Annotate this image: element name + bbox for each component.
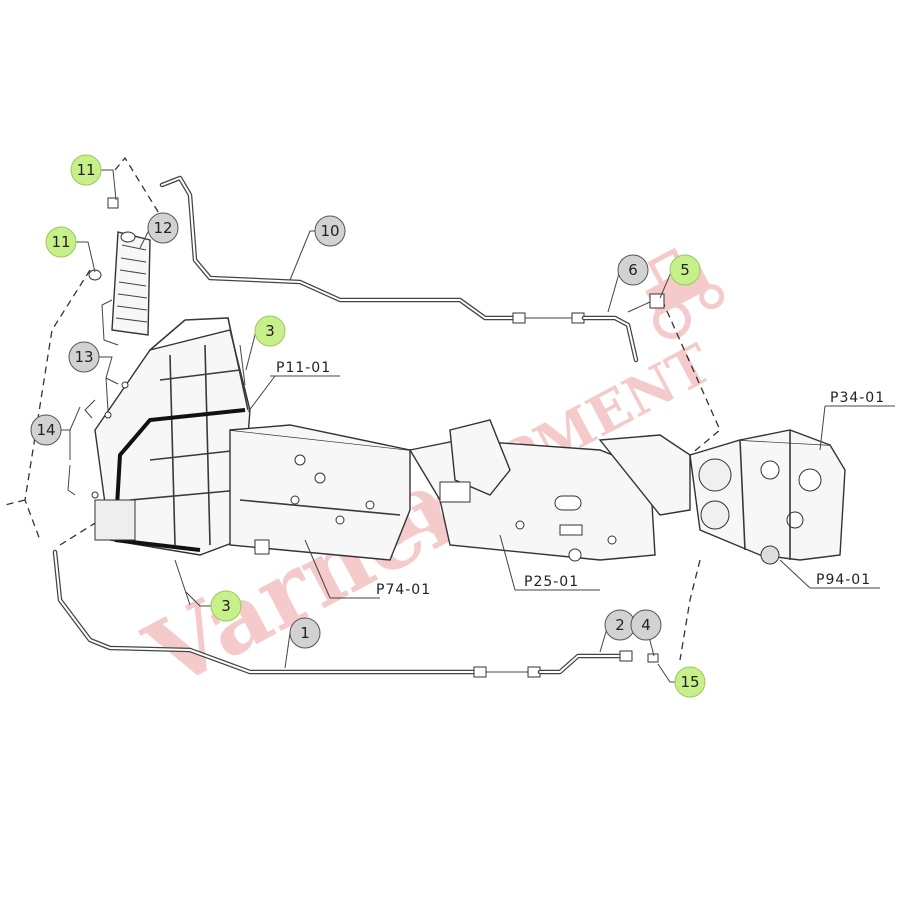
chassis-p74 [229, 424, 411, 561]
callout-11-bottom-label: 11 [51, 233, 70, 251]
small-fittings [67, 381, 129, 499]
upper-pipe [159, 175, 665, 363]
part-label-p74[interactable]: P74-01 [376, 582, 431, 598]
callout-13-label: 13 [74, 348, 93, 366]
callout-10-label: 10 [320, 222, 339, 240]
callout-3-top[interactable]: 3 [254, 315, 286, 347]
callout-10[interactable]: 10 [314, 215, 346, 247]
part-label-p11[interactable]: P11-01 [276, 360, 331, 376]
lower-pipe [52, 549, 659, 678]
rear-cage [94, 317, 251, 606]
callout-5[interactable]: 5 [669, 254, 701, 286]
callout-14-label: 14 [36, 421, 55, 439]
callout-4[interactable]: 4 [630, 609, 662, 641]
callout-14[interactable]: 14 [30, 414, 62, 446]
callout-1[interactable]: 1 [289, 617, 321, 649]
callout-2[interactable]: 2 [604, 609, 636, 641]
part-label-p25[interactable]: P25-01 [524, 574, 579, 590]
callout-2-label: 2 [615, 616, 625, 634]
part-label-p94[interactable]: P94-01 [816, 572, 871, 588]
callout-12-label: 12 [153, 219, 172, 237]
oil-cooler [88, 197, 151, 346]
callout-4-label: 4 [641, 616, 651, 634]
callout-5-label: 5 [680, 261, 690, 279]
callout-1-label: 1 [300, 624, 310, 642]
callout-15-label: 15 [680, 673, 699, 691]
callout-3-top-label: 3 [265, 322, 275, 340]
callout-12[interactable]: 12 [147, 212, 179, 244]
transmission [689, 429, 846, 565]
callout-11-top[interactable]: 11 [70, 154, 102, 186]
part-label-p34[interactable]: P34-01 [830, 390, 885, 406]
callout-3-bottom[interactable]: 3 [210, 590, 242, 622]
callout-15[interactable]: 15 [674, 666, 706, 698]
callout-6[interactable]: 6 [617, 254, 649, 286]
callout-11-top-label: 11 [76, 161, 95, 179]
callout-3-bottom-label: 3 [221, 597, 231, 615]
chassis-p25 [408, 419, 691, 562]
callout-13[interactable]: 13 [68, 341, 100, 373]
callout-11-bottom[interactable]: 11 [45, 226, 77, 258]
callout-6-label: 6 [628, 261, 638, 279]
